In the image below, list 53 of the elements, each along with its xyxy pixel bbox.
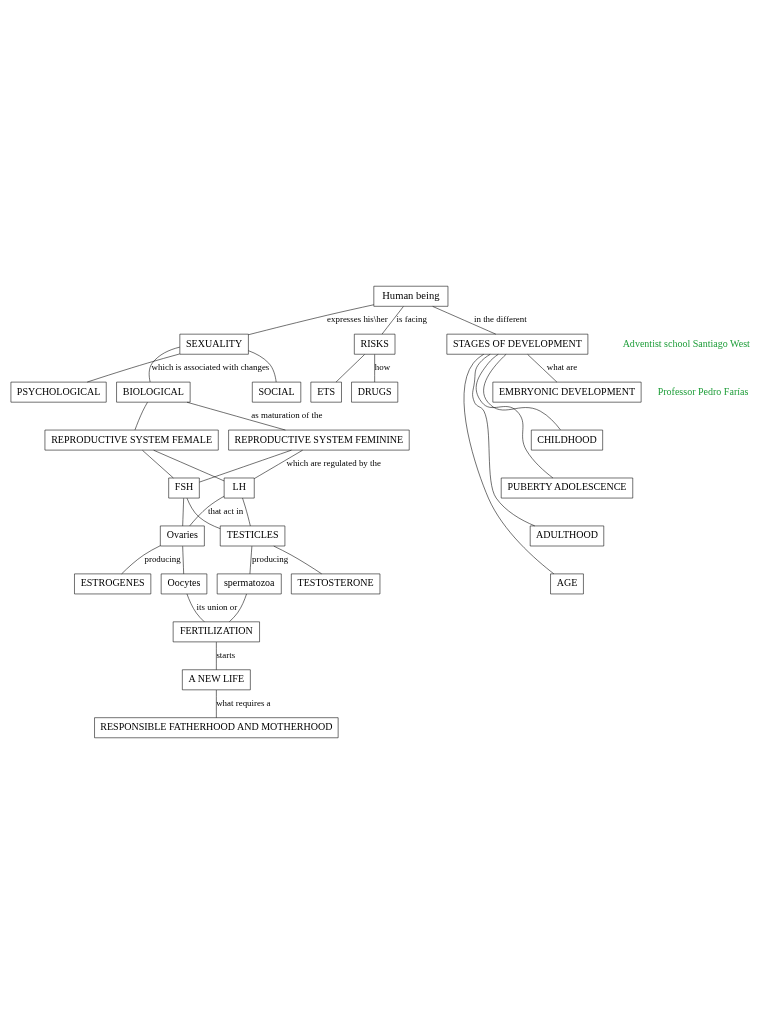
connector: [432, 306, 497, 335]
node-box: SEXUALITY: [179, 333, 249, 355]
connector: [472, 354, 536, 527]
edge-label: which is associated with changes: [151, 362, 270, 373]
node-box: EMBRYONIC DEVELOPMENT: [492, 381, 642, 403]
node-box: RESPONSIBLE FATHERHOOD AND MOTHERHOOD: [94, 717, 339, 739]
edge-label: starts: [216, 649, 236, 660]
label: Adventist school Santiago West: [622, 337, 750, 349]
node-box: ADULTHOOD: [529, 525, 605, 547]
connector: [153, 449, 225, 482]
node-box: spermatozoa: [216, 573, 282, 595]
edge-label: which are regulated by the: [286, 458, 381, 469]
connector: [186, 401, 286, 431]
edge-label: producing: [144, 554, 181, 565]
edge-label: what requires a: [216, 697, 271, 708]
node-box: CHILDHOOD: [531, 429, 603, 451]
node-box: RISKS: [354, 333, 396, 355]
node-box: PSYCHOLOGICAL: [10, 381, 107, 403]
node-box: DRUGS: [351, 381, 399, 403]
node-box: A NEW LIFE: [182, 669, 251, 691]
node-box: PUBERTY ADOLESCENCE: [500, 477, 634, 499]
connector: [483, 354, 561, 431]
edge-label: what are: [546, 362, 578, 373]
node-box: Oocytes: [160, 573, 208, 595]
node-box: TESTICLES: [219, 525, 286, 547]
node-box: FERTILIZATION: [172, 621, 260, 643]
node-box: TESTOSTERONE: [291, 573, 381, 595]
edge-label: expresses his\her: [327, 314, 388, 325]
node-box: Ovaries: [160, 525, 205, 547]
node-box: BIOLOGICAL: [116, 381, 191, 403]
edge-label: in the different: [473, 314, 527, 325]
node-box: Human being: [373, 285, 449, 307]
connector: [86, 353, 180, 383]
node-box: LH: [223, 477, 255, 499]
node-box: ESTROGENES: [74, 573, 152, 595]
node-box: SOCIAL: [252, 381, 302, 403]
edge-label: that act in: [207, 506, 244, 517]
connector: [199, 449, 292, 483]
edge-label: its union or: [196, 602, 238, 612]
edge-label: how: [374, 362, 391, 373]
edge-label: as maturation of the: [251, 410, 323, 421]
edge-label: is facing: [396, 314, 427, 325]
node-box: FSH: [168, 477, 200, 499]
connector: [148, 346, 180, 383]
node-box: AGE: [550, 573, 584, 595]
node-box: ETS: [310, 381, 342, 403]
label: Professor Pedro Farías: [657, 385, 749, 397]
node-box: REPRODUCTIVE SYSTEM FEMALE: [44, 429, 219, 451]
connector: [273, 545, 322, 575]
node-box: STAGES OF DEVELOPMENT: [446, 333, 589, 355]
node-box: REPRODUCTIVE SYSTEM FEMININE: [228, 429, 410, 451]
edge-label: producing: [252, 554, 289, 565]
connector: [475, 354, 554, 479]
